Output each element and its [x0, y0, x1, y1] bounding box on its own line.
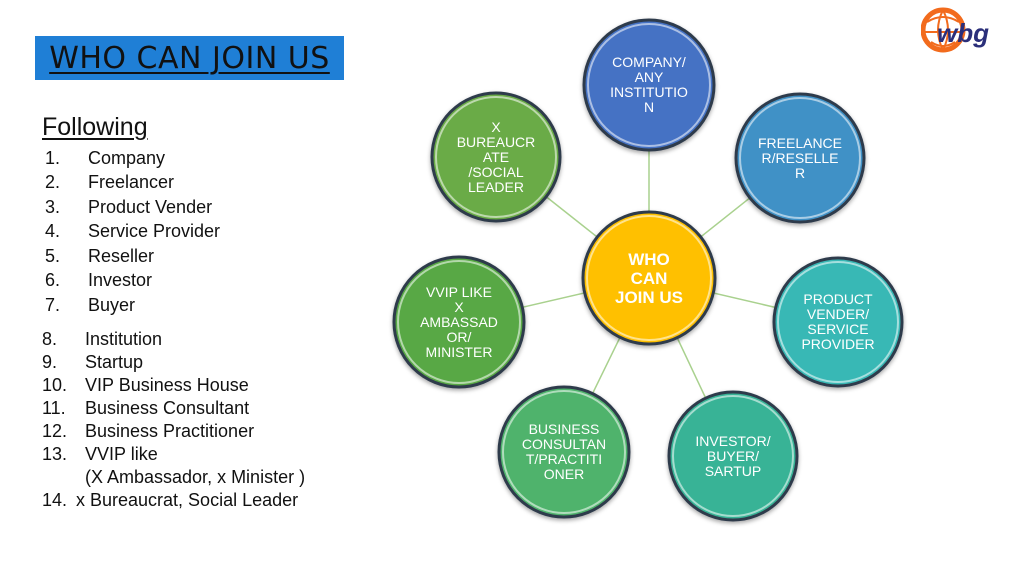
- diagram-node-label: BUSINESS CONSULTAN T/PRACTITI ONER: [521, 421, 607, 482]
- diagram-center-circle-inner-ring: [586, 215, 712, 341]
- list-item-text: Product Vender: [88, 197, 213, 217]
- slide-title: WHO CAN JOIN US: [35, 36, 344, 80]
- diagram-node-circle: [734, 92, 866, 224]
- diagram-center-circle: [581, 210, 717, 346]
- diagram-node-circle-inner-ring: [587, 23, 711, 147]
- list-item-text: Business Practitioner: [85, 421, 255, 441]
- list-item-number: 3.: [45, 197, 61, 217]
- list-item-text: Institution: [85, 329, 163, 349]
- diagram-node-label: COMPANY/ ANY INSTITUTIO N: [610, 54, 688, 115]
- list-item-text: Buyer: [88, 295, 136, 315]
- diagram-node-circle-inner-ring: [397, 260, 521, 384]
- list-item-text: Freelancer: [88, 172, 175, 192]
- list-item-text: Investor: [88, 270, 153, 290]
- diagram-node-circle-inner-ring: [777, 261, 899, 383]
- list-item-text: VVIP like: [85, 444, 158, 464]
- list-item-number: 14.: [42, 490, 68, 510]
- diagram-node-label: INVESTOR/ BUYER/ SARTUP: [695, 432, 771, 479]
- logo-wordmark: wbg: [937, 18, 989, 48]
- diagram-node-circle-inner-ring: [502, 390, 626, 514]
- list-item-number: 12.: [42, 421, 68, 441]
- list-item-number: 9.: [42, 352, 58, 372]
- list-item-text: Business Consultant: [85, 398, 250, 418]
- list-item-text: Service Provider: [88, 221, 221, 241]
- list-item-text: VIP Business House: [85, 375, 249, 395]
- list-item-number: 1.: [45, 148, 61, 168]
- diagram-node-label: X BUREAUCR ATE /SOCIAL LEADER: [456, 118, 536, 195]
- following-heading: Following: [42, 113, 148, 141]
- list-item-text: x Bureaucrat, Social Leader: [76, 490, 299, 510]
- diagram-node-circle-inner-ring: [435, 96, 557, 218]
- list-item-number: 2.: [45, 172, 61, 192]
- list-item-number: 11.: [42, 398, 66, 418]
- list-item-number: 8.: [42, 329, 58, 349]
- list-item-text: (X Ambassador, x Minister ): [85, 467, 306, 487]
- list-item-text: Reseller: [88, 246, 155, 266]
- list-item-number: 4.: [45, 221, 61, 241]
- list-item-number: 13.: [42, 444, 68, 464]
- list-item-number: 10.: [42, 375, 68, 395]
- diagram-node-label: PRODUCT VENDER/ SERVICE PROVIDER: [801, 291, 875, 352]
- diagram-node-circle: [497, 385, 631, 519]
- wbg-logo: wbg: [920, 4, 1011, 58]
- list-item-number: 7.: [45, 295, 61, 315]
- list-item-text: Company: [88, 148, 166, 168]
- diagram-node-circle-inner-ring: [739, 97, 861, 219]
- list-item-number: 6.: [45, 270, 61, 290]
- diagram-node-circle: [772, 256, 904, 388]
- list-item-number: 5.: [45, 246, 61, 266]
- diagram-node-circle: [392, 255, 526, 389]
- diagram-center-label: WHO CAN JOIN US: [614, 249, 684, 307]
- diagram-node-label: FREELANCE R/RESELLE R: [757, 134, 843, 181]
- diagram-node-circle: [667, 390, 799, 522]
- diagram-node-label: VVIP LIKE X AMBASSAD OR/ MINISTER: [420, 283, 498, 360]
- diagram-node-circle: [430, 91, 562, 223]
- diagram-node-circle: [582, 18, 716, 152]
- list-item-text: Startup: [85, 352, 144, 372]
- diagram-node-circle-inner-ring: [672, 395, 794, 517]
